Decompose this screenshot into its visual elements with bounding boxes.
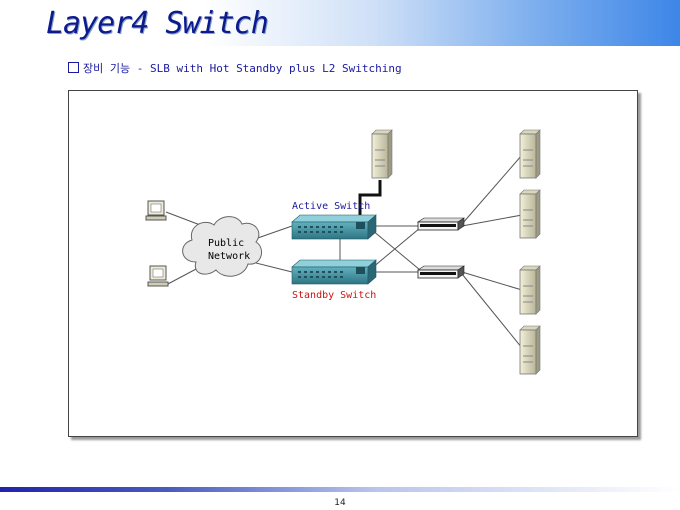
public-network-cloud-icon: [182, 216, 263, 277]
server-icon: [519, 189, 541, 239]
server-icon: [519, 325, 541, 375]
client-pc-icon: [147, 265, 169, 287]
checkbox-bullet-icon: [68, 62, 79, 73]
diagram-frame: [68, 90, 638, 437]
uplink-server-icon: [371, 129, 393, 179]
active-switch-icon: [291, 214, 377, 240]
standby-switch-label: Standby Switch: [292, 290, 376, 301]
slide-title: Layer4 Switch: [46, 6, 269, 41]
header-band: [0, 0, 680, 46]
cloud-label-line2: Network: [208, 251, 250, 262]
server-icon: [519, 265, 541, 315]
slide-subtitle: 장비 기능 - SLB with Hot Standby plus L2 Swi…: [68, 60, 402, 76]
l2-switch-icon: [417, 217, 465, 231]
cloud-label-line1: Public: [208, 238, 244, 249]
thick-uplink-line: [358, 180, 382, 215]
subtitle-text: 장비 기능 - SLB with Hot Standby plus L2 Swi…: [83, 62, 402, 75]
footer-bar: [0, 487, 680, 492]
connection-lines: [165, 154, 523, 349]
standby-switch-icon: [291, 259, 377, 285]
page-number: 14: [334, 498, 346, 508]
l2-switch-icon: [417, 265, 465, 279]
client-pc-icon: [145, 200, 167, 221]
server-icon: [519, 129, 541, 179]
active-switch-label: Active Switch: [292, 201, 370, 212]
